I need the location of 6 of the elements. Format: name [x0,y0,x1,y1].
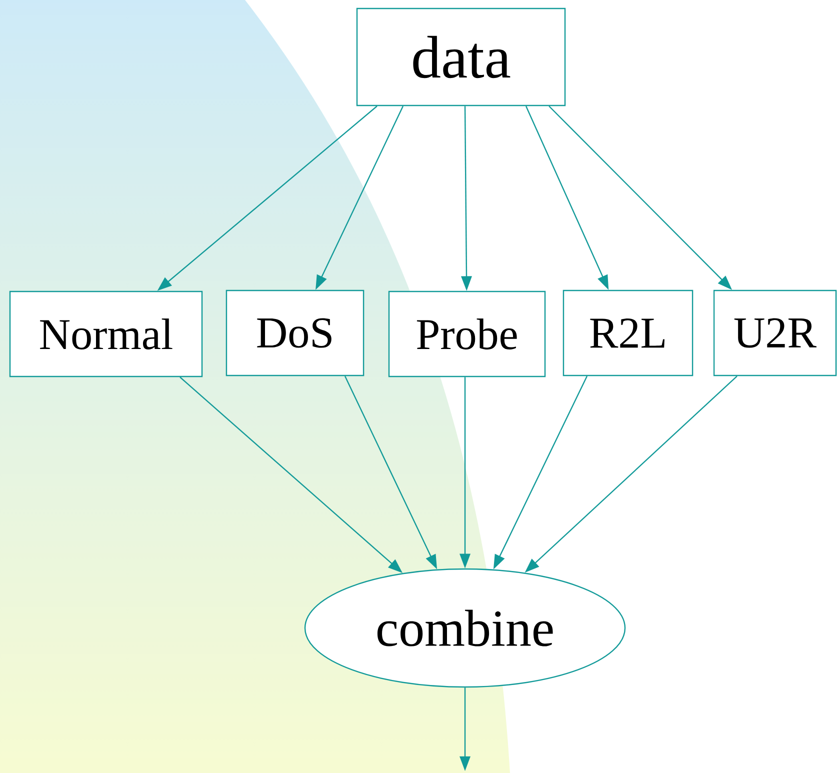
process-box: Probe [388,290,546,378]
process-box: DoS [226,290,364,376]
process-box: Normal [9,290,203,378]
process-box: R2L [562,290,694,376]
process-box: U2R [713,290,837,376]
process-box: data [356,8,566,106]
